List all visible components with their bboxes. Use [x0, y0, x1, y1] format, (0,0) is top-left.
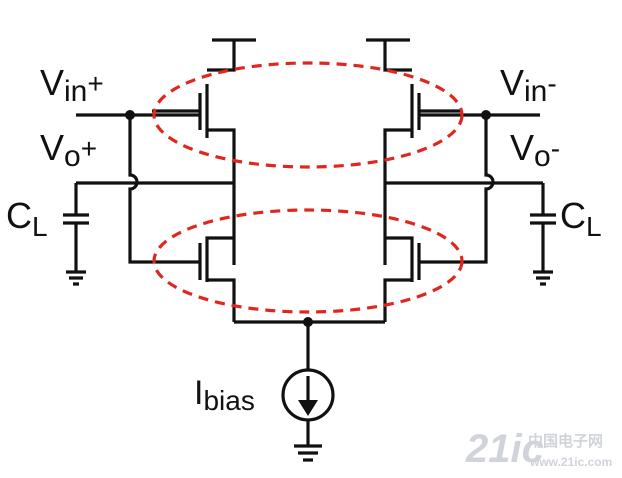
left-lower-nmos	[198, 236, 236, 322]
bias-ground	[294, 420, 322, 462]
vo-plus-label: Vo+	[40, 127, 97, 173]
cl-right-label: CL	[560, 195, 602, 242]
bias-section	[234, 317, 385, 462]
watermark-brand: 21ic	[465, 427, 544, 471]
watermark: 21ic 中国电子网 www.21ic.com	[465, 427, 612, 471]
right-branch	[366, 38, 556, 322]
left-upper-pmos	[152, 40, 236, 265]
ibias-label: Ibias	[194, 374, 255, 416]
left-branch	[63, 38, 256, 322]
cl-left-label: CL	[6, 195, 48, 242]
right-lower-nmos	[383, 236, 421, 322]
tail-node	[303, 317, 313, 327]
right-capacitor	[530, 183, 556, 286]
tail-wire	[234, 320, 385, 370]
vin-plus-label: Vin+	[40, 62, 104, 108]
right-feedback-wire	[419, 115, 495, 264]
left-feedback-wire	[128, 115, 200, 264]
watermark-cn: 中国电子网	[528, 432, 603, 450]
vin-minus-label: Vin-	[500, 62, 557, 108]
left-capacitor	[63, 183, 89, 286]
lower-pair-highlight	[152, 208, 464, 314]
current-arrow-head	[298, 400, 318, 416]
vo-minus-label: Vo-	[510, 127, 560, 173]
upper-pair-highlight	[152, 61, 464, 169]
watermark-domain: www.21ic.com	[529, 455, 612, 469]
right-upper-pmos	[383, 40, 462, 265]
